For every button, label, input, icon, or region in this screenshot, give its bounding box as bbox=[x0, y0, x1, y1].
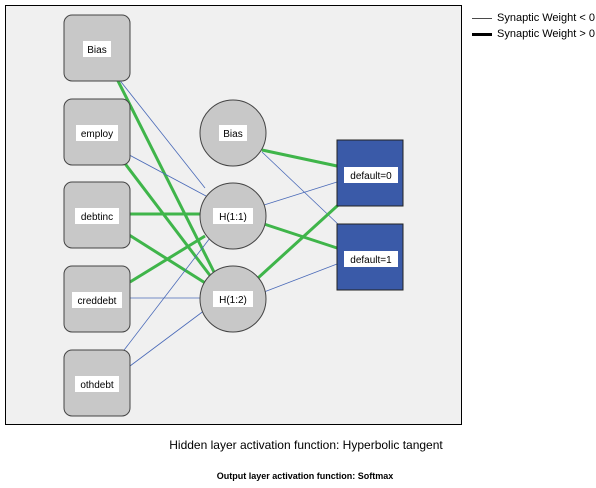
legend-item-positive: Synaptic Weight > 0 bbox=[472, 26, 595, 42]
connection-in0-h2 bbox=[112, 72, 220, 281]
connection-in4-h2 bbox=[129, 309, 206, 367]
connection-h2-o0 bbox=[256, 195, 349, 280]
input-node-label: creddebt bbox=[78, 296, 117, 307]
output-node-label: default=0 bbox=[350, 171, 392, 182]
hidden-node-h1-2: H(1:2) bbox=[199, 265, 267, 333]
legend: Synaptic Weight < 0 Synaptic Weight > 0 bbox=[472, 10, 595, 42]
connection-hb-o0 bbox=[261, 148, 338, 168]
input-node-bias: Bias bbox=[63, 14, 131, 82]
connection-h1-o1 bbox=[263, 222, 338, 250]
connection-in1-h2 bbox=[118, 156, 217, 283]
connection-in1-h1 bbox=[119, 149, 207, 197]
legend-label-positive: Synaptic Weight > 0 bbox=[497, 28, 595, 40]
hidden-node-label: H(1:1) bbox=[219, 212, 247, 223]
connection-in4-h1 bbox=[117, 237, 211, 359]
hidden-activation-caption: Hidden layer activation function: Hyperb… bbox=[169, 438, 443, 452]
connection-h1-o0 bbox=[263, 181, 338, 206]
input-node-creddebt: creddebt bbox=[63, 265, 131, 333]
output-node-default-0: default=0 bbox=[336, 139, 404, 207]
hidden-node-h1-1: H(1:1) bbox=[199, 182, 267, 250]
input-node-label: debtinc bbox=[81, 212, 113, 223]
thin-line-swatch bbox=[472, 17, 492, 19]
input-node-label: othdebt bbox=[80, 380, 114, 391]
connection-in3-h1 bbox=[129, 234, 206, 284]
output-node-default-1: default=1 bbox=[336, 223, 404, 291]
connection-in0-h1 bbox=[113, 72, 206, 189]
hidden-node-bias: Bias bbox=[199, 99, 267, 167]
input-node-label: employ bbox=[81, 129, 113, 140]
output-node-label: default=1 bbox=[350, 255, 392, 266]
input-node-othdebt: othdebt bbox=[63, 349, 131, 417]
input-node-employ: employ bbox=[63, 98, 131, 166]
hidden-node-label: Bias bbox=[223, 129, 242, 140]
input-node-debtinc: debtinc bbox=[63, 181, 131, 249]
connection-h2-o1 bbox=[263, 263, 338, 293]
legend-item-negative: Synaptic Weight < 0 bbox=[472, 10, 595, 26]
output-activation-caption: Output layer activation function: Softma… bbox=[216, 471, 394, 481]
thick-line-swatch bbox=[472, 32, 492, 36]
hidden-node-label: H(1:2) bbox=[219, 295, 247, 306]
connection-lines bbox=[112, 72, 349, 367]
input-node-label: Bias bbox=[87, 45, 106, 56]
legend-label-negative: Synaptic Weight < 0 bbox=[497, 12, 595, 24]
